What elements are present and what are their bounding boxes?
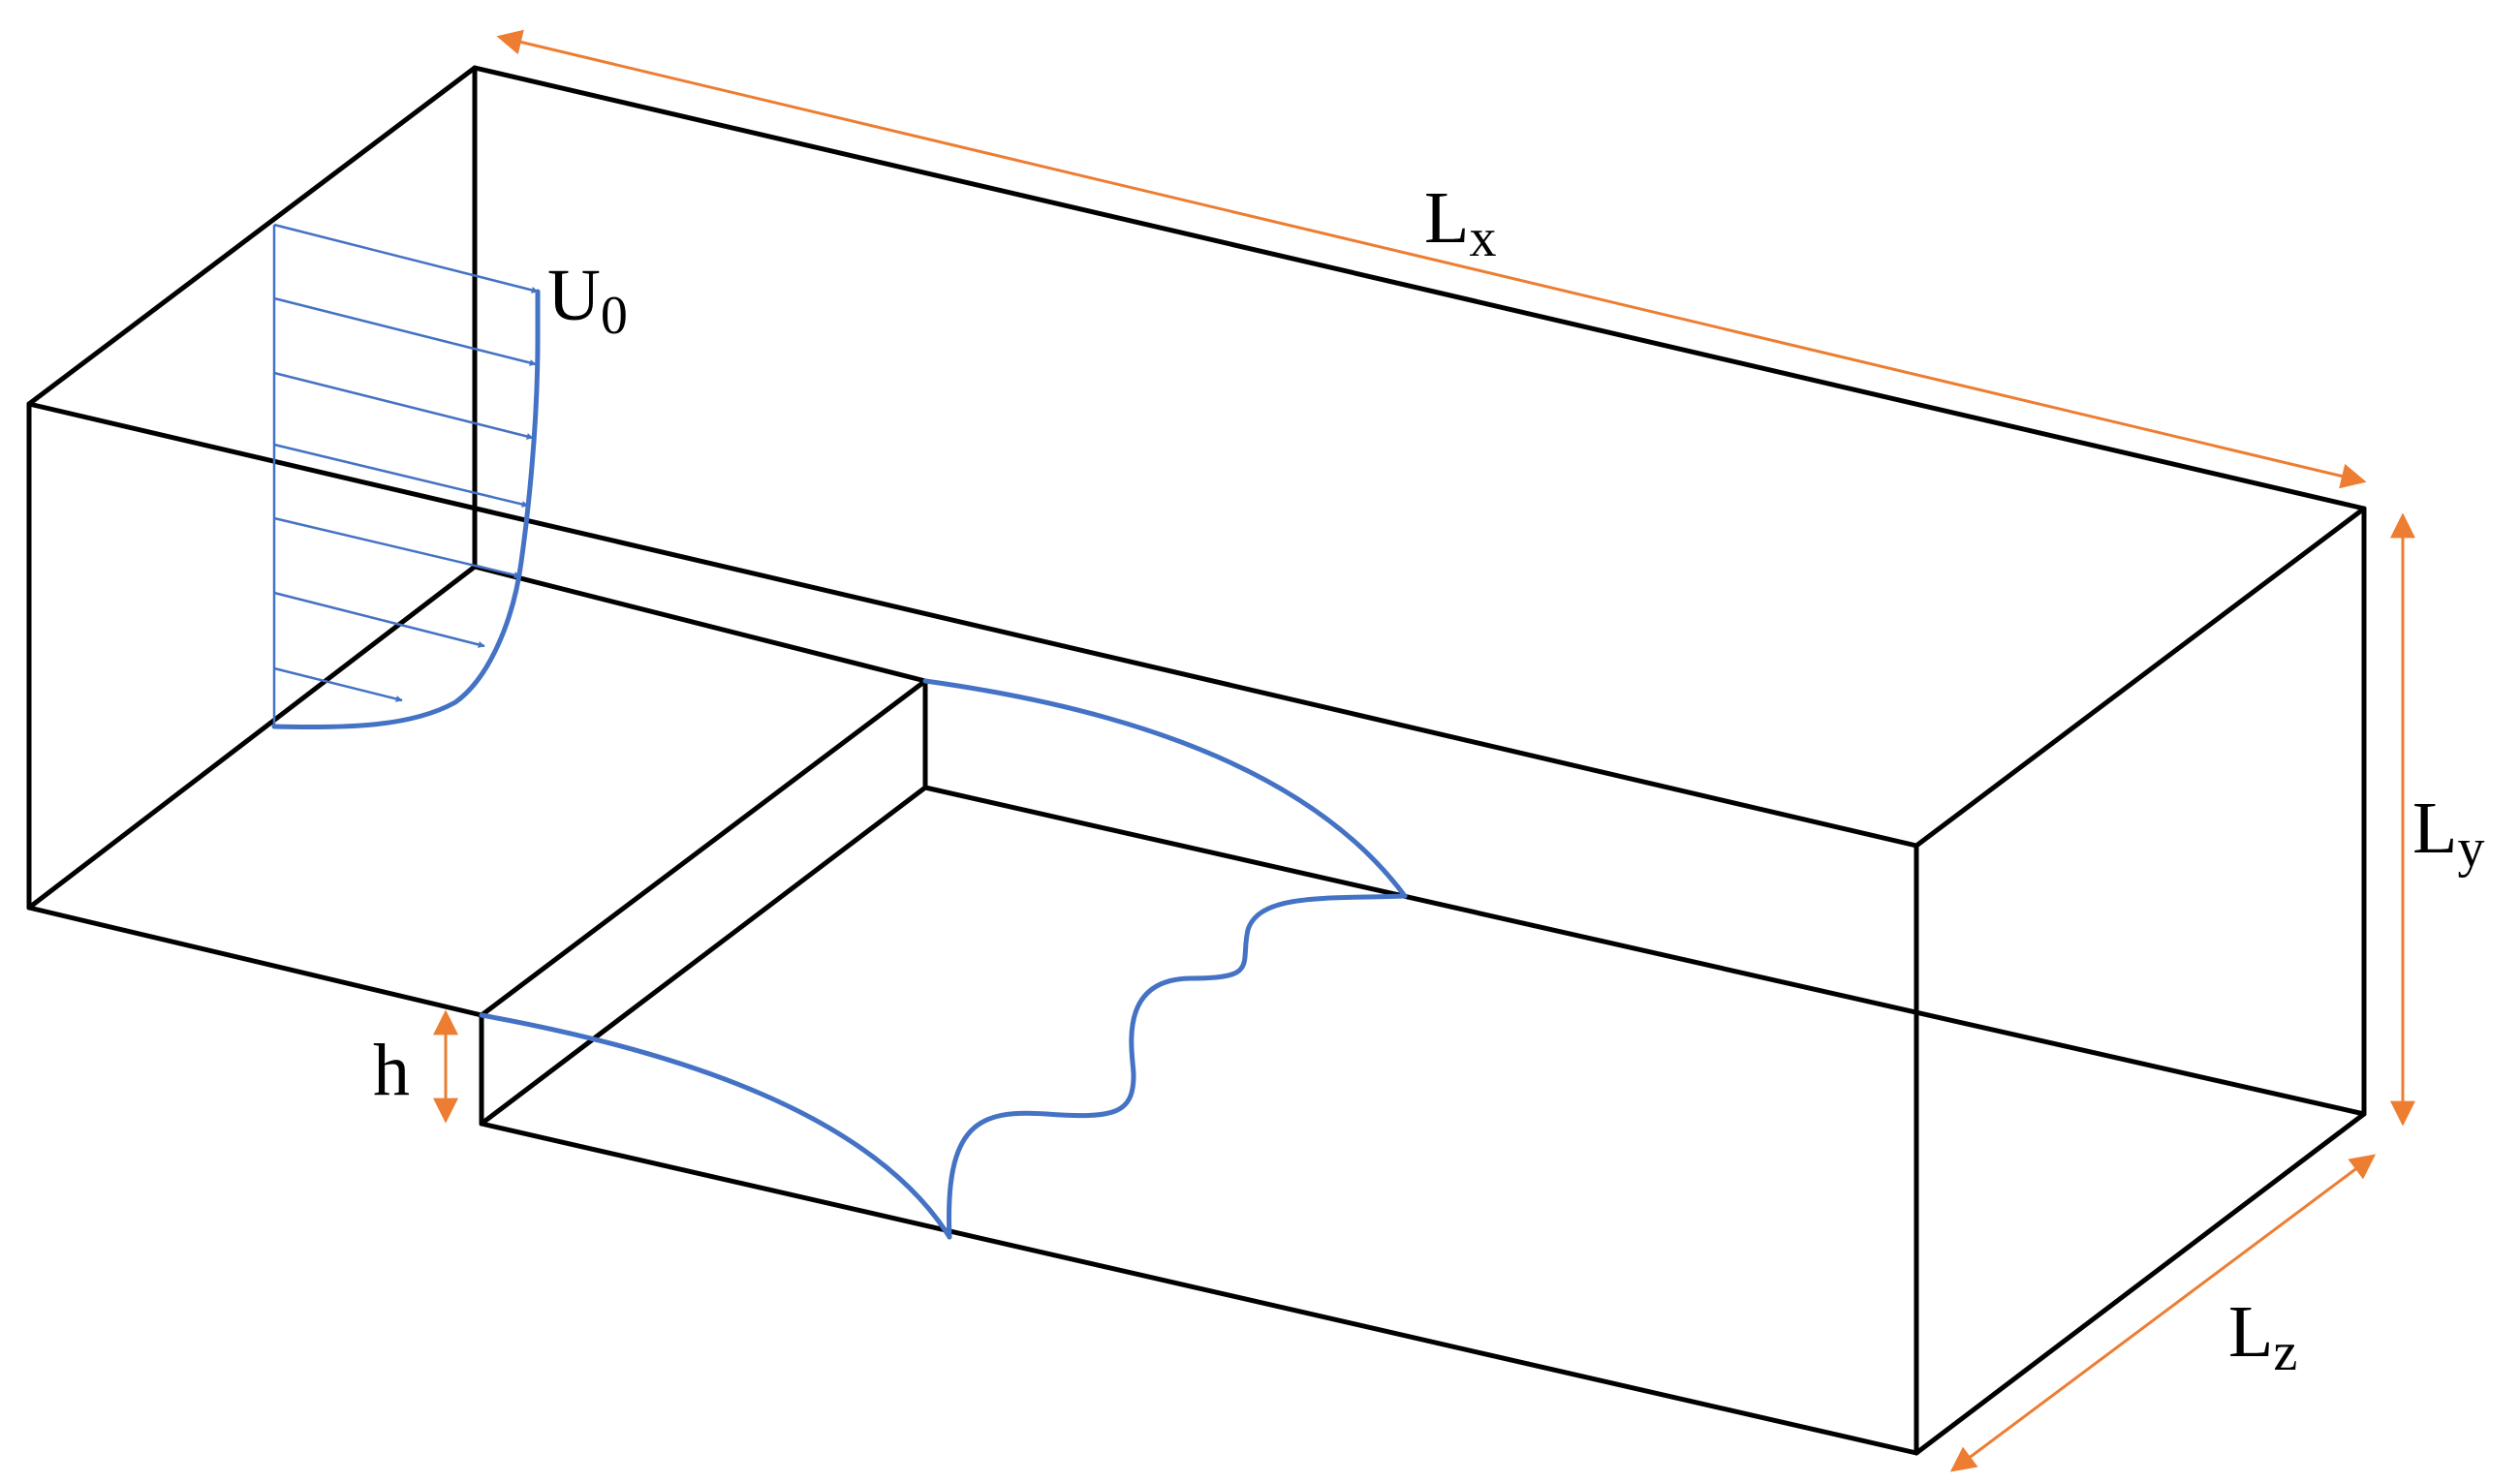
velocity-vector [273,443,529,508]
u0-label: U0 [547,255,628,346]
shear-layer-bottom-curve [479,1012,952,1240]
velocity-vector [273,371,534,440]
top-right-connect-edge [1913,506,2367,849]
inlet-profile-curve [271,289,541,730]
ly-label: Ly [2412,788,2484,879]
top-left-connect-edge [26,65,478,407]
step-top-connect-edge [479,678,928,1018]
channel-box [26,65,2367,1456]
shear-layer-top-curve [922,678,1408,899]
velocity-vector [273,223,539,294]
lz-label: Lz [2228,1291,2297,1382]
velocity-vectors [273,223,539,702]
front-floor-edge [479,1121,1919,1456]
lx-dimension-arrow [496,29,2367,489]
step-bottom-connect-edge [479,785,928,1127]
velocity-vector [273,296,537,366]
lx-label: Lx [1424,177,1496,268]
velocity-vector [273,591,485,648]
inlet-floor-connect-edge [26,564,478,911]
inlet-velocity-profile [271,223,541,730]
h-label: h [373,1030,410,1111]
front-top-edge [26,401,1919,849]
wavy-profile-curve [947,893,1408,1240]
bottom-right-connect-edge [1913,1111,2367,1456]
back-top-edge [472,65,2367,511]
front-inlet-bottom-edge [26,905,484,1018]
lz-dimension-arrow [1949,1154,2377,1472]
back-inlet-bottom-edge [472,564,928,684]
velocity-vector [273,516,521,578]
back-floor-edge [922,785,2367,1117]
velocity-vector [273,666,403,702]
